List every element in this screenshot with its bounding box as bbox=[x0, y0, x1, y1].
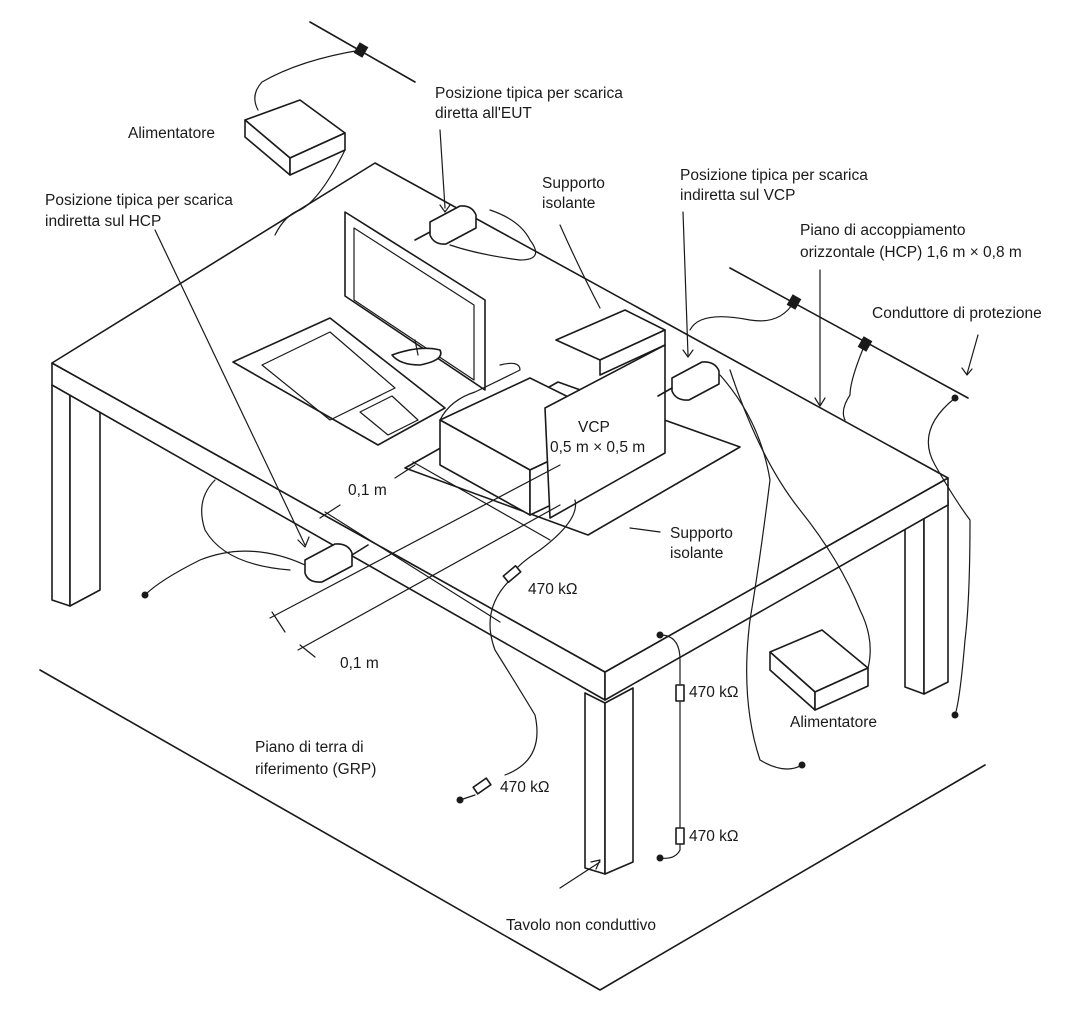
table-legs bbox=[51, 384, 949, 875]
keyboard bbox=[232, 317, 446, 446]
cables bbox=[141, 49, 971, 862]
label-dist-bottom: 0,1 m bbox=[340, 655, 379, 672]
label-grp-2: riferimento (GRP) bbox=[255, 761, 376, 778]
label-alimentatore-bottom: Alimentatore bbox=[790, 714, 877, 731]
label-hcp-1: Piano di accoppiamento bbox=[800, 222, 965, 239]
label-resistor-b: 470 kΩ bbox=[689, 684, 739, 701]
label-indirect-vcp-2: indiretta sul VCP bbox=[680, 187, 795, 204]
label-vcp-2: 0,5 m × 0,5 m bbox=[550, 439, 645, 456]
label-direct-discharge-1: Posizione tipica per scarica bbox=[435, 85, 623, 102]
label-supporto-top-2: isolante bbox=[542, 195, 595, 212]
label-dist-top: 0,1 m bbox=[348, 482, 387, 499]
vertical-coupling-plane bbox=[544, 344, 666, 519]
labels: Alimentatore Posizione tipica per scaric… bbox=[45, 85, 1042, 934]
resistors bbox=[472, 564, 685, 845]
label-vcp-1: VCP bbox=[578, 419, 610, 436]
label-supporto-top-1: Supporto bbox=[542, 175, 605, 192]
dimension-lines bbox=[269, 461, 561, 658]
label-supporto-bottom-1: Supporto bbox=[670, 525, 733, 542]
ground-reference-plane bbox=[39, 669, 986, 991]
label-hcp-2: orizzontale (HCP) 1,6 m × 0,8 m bbox=[800, 244, 1022, 261]
monitor bbox=[344, 211, 486, 391]
label-resistor-d: 470 kΩ bbox=[689, 828, 739, 845]
esd-generators bbox=[304, 205, 720, 583]
label-resistor-a: 470 kΩ bbox=[528, 581, 578, 598]
label-grp-1: Piano di terra di bbox=[255, 739, 364, 756]
label-indirect-vcp-1: Posizione tipica per scarica bbox=[680, 167, 868, 184]
label-direct-discharge-2: diretta all'EUT bbox=[435, 105, 532, 122]
leader-lines bbox=[154, 129, 979, 889]
label-resistor-c: 470 kΩ bbox=[500, 779, 550, 796]
label-indirect-hcp-2: indiretta sul HCP bbox=[45, 213, 161, 230]
label-alimentatore-top: Alimentatore bbox=[128, 125, 215, 142]
label-conduttore: Conduttore di protezione bbox=[872, 305, 1042, 322]
power-supply-bottom bbox=[769, 629, 869, 711]
label-tavolo: Tavolo non conduttivo bbox=[506, 917, 656, 934]
label-supporto-bottom-2: isolante bbox=[670, 545, 723, 562]
label-indirect-hcp-1: Posizione tipica per scarica bbox=[45, 192, 233, 209]
power-supply-top bbox=[244, 99, 346, 176]
